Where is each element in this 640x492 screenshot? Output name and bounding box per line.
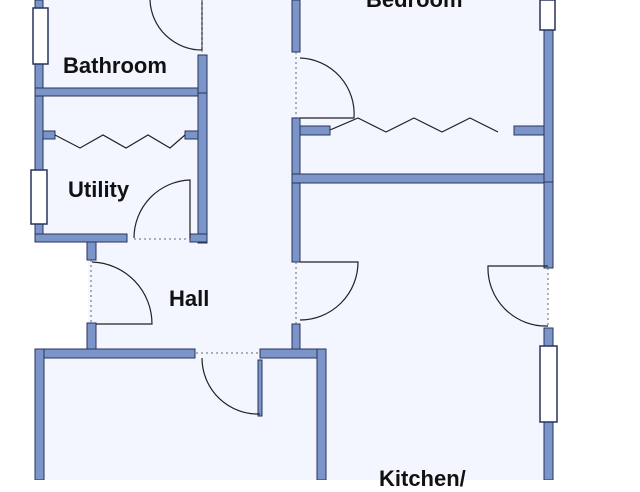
door-bedroom [299, 57, 355, 119]
wall-hall-stub-top [86, 241, 97, 261]
wall-east-bottom [543, 421, 554, 480]
door-kitchen-east [487, 265, 549, 327]
door-bathroom [149, 0, 203, 51]
walls [34, 0, 554, 480]
utility-cupboard-doors [54, 134, 186, 149]
room-label-kitchen: Kitchen/ [379, 466, 466, 491]
lower-room-floor [40, 356, 324, 480]
wall-lower-top-left [34, 348, 196, 359]
wall-bathroom-east [197, 54, 208, 96]
wardrobe-doors [54, 117, 499, 149]
openings [90, 0, 549, 354]
floor-areas [40, 0, 548, 480]
window-bedroom [539, 0, 556, 31]
floor-plan [30, 0, 558, 480]
wall-lower-east [316, 348, 327, 480]
bedroom-floor [298, 0, 548, 180]
kitchen-floor [298, 180, 548, 480]
wall-east-kitchen-low [543, 327, 554, 349]
door-lower-room [201, 357, 261, 415]
wall-wardrobe-right [513, 125, 545, 136]
bedroom-wardrobe-doors [329, 117, 499, 133]
wall-lower-west [34, 348, 45, 480]
door-utility [133, 179, 191, 239]
wall-bathroom-utility [34, 87, 206, 97]
room-label-bathroom: Bathroom [63, 53, 167, 78]
room-label-hall: Hall [169, 286, 210, 311]
door-hall-stub [91, 261, 153, 325]
wall-utility-east [197, 92, 208, 244]
wall-east-kitchen [543, 181, 554, 269]
wall-lower-top-right [259, 348, 327, 359]
wall-utility-south-stub [189, 233, 208, 243]
wall-lower-door-jamb [257, 359, 263, 417]
window-bathroom [32, 7, 49, 65]
windows [30, 0, 558, 423]
doors [91, 0, 549, 415]
room-label-bedroom: Bedroom [366, 0, 463, 13]
window-utility [30, 169, 48, 225]
wall-hall-east-upper [291, 0, 301, 53]
room-label-utility: Utility [68, 177, 130, 202]
wall-hall-east-mid [291, 117, 301, 263]
wall-utility-cupboard-left [42, 130, 56, 140]
wall-east-bedroom [543, 29, 554, 185]
wall-bedroom-south [291, 173, 554, 184]
wall-utility-south [34, 233, 128, 243]
door-kitchen-west [299, 261, 359, 321]
wall-utility-cupboard-right [184, 130, 199, 140]
window-kitchen [539, 345, 558, 423]
hall-floor [88, 0, 300, 358]
wall-wardrobe-left [299, 125, 331, 136]
